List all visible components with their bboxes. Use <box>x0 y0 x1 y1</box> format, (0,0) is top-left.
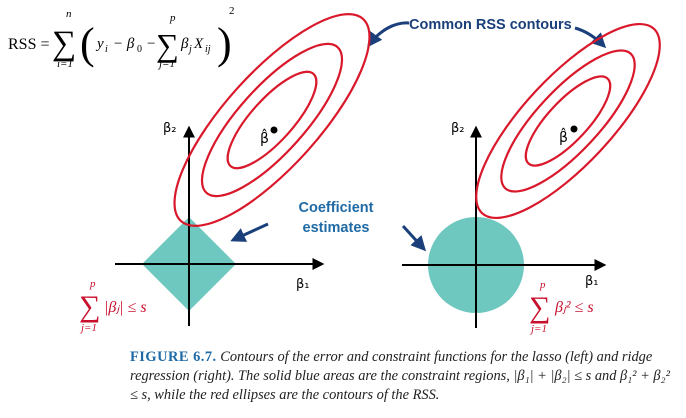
ridge-constraint-expr: βⱼ² ≤ s <box>554 299 594 316</box>
inner-sum-bottom: j=1 <box>157 58 175 70</box>
lasso-beta-hat-label: β̂ <box>260 128 269 147</box>
ridge-beta-hat-label: β̂ <box>559 127 568 146</box>
contours-arrow-right <box>574 26 607 49</box>
figure-canvas: RSS = n ∑ i=1 ( y i − β 0 − p ∑ j=1 β j … <box>8 5 661 335</box>
contours-arrow-left <box>367 21 410 48</box>
ridge-rss-contours <box>475 22 661 220</box>
lasso-constraint-sum-sign: ∑ <box>79 290 100 323</box>
caption-label: FIGURE 6.7. <box>130 349 217 365</box>
lasso-constraint: p ∑ j=1 |βⱼ| ≤ s <box>79 278 147 334</box>
ridge-constraint: p ∑ j=1 βⱼ² ≤ s <box>529 279 594 335</box>
sum-sign-inner: ∑ <box>156 27 179 63</box>
ridge-contour-middle <box>500 49 636 193</box>
lasso-beta-hat-point <box>270 126 278 134</box>
sum-top-n: n <box>66 8 72 20</box>
sum-bottom-i: i=1 <box>57 58 73 70</box>
left-paren: ( <box>80 19 95 68</box>
term-y-sub: i <box>105 44 108 55</box>
term-beta0-sub: 0 <box>137 44 142 55</box>
lasso-rss-contours <box>173 13 371 227</box>
ridge-constraint-sum-sign: ∑ <box>529 291 550 324</box>
term-beta-j-sub: j <box>187 44 192 55</box>
ridge-constraint-sum-bottom: j=1 <box>529 323 547 335</box>
inner-sum-top: p <box>169 12 176 24</box>
caption-text: Contours of the error and constraint fun… <box>130 349 670 403</box>
exponent-2: 2 <box>229 5 235 17</box>
ridge-contour-inner <box>524 75 612 167</box>
coef-annotation-line2: estimates <box>303 220 370 236</box>
lasso-beta2-label: β₂ <box>163 121 177 136</box>
ridge-constraint-sum-top: p <box>539 279 546 291</box>
lasso-contour-outer <box>173 13 371 227</box>
right-paren: ) <box>217 19 232 68</box>
coef-arrow-left <box>230 222 269 242</box>
lasso-contour-inner <box>226 70 318 170</box>
lasso-constraint-sum-top: p <box>89 278 96 290</box>
ridge-beta-hat-point <box>570 125 578 133</box>
term-beta-j: β <box>180 36 189 52</box>
figure-caption: FIGURE 6.7. Contours of the error and co… <box>130 348 678 405</box>
term-y: y <box>95 36 104 52</box>
lasso-beta1-label: β₁ <box>296 277 310 292</box>
lasso-panel: β̂ β₂ β₁ p ∑ j=1 |βⱼ| ≤ s <box>79 13 371 334</box>
term-x-sub: ij <box>205 44 211 55</box>
term-minus2: − <box>147 36 155 52</box>
contours-annotation: Common RSS contours <box>409 17 572 33</box>
ridge-beta1-label: β₁ <box>585 274 599 289</box>
lasso-constraint-expr: |βⱼ| ≤ s <box>104 299 147 316</box>
ridge-beta2-label: β₂ <box>451 121 465 136</box>
term-beta0: − β <box>113 36 135 52</box>
coef-annotation-line1: Coefficient <box>299 200 374 216</box>
ridge-contour-outer <box>475 22 661 220</box>
lasso-constraint-sum-bottom: j=1 <box>79 322 97 334</box>
coef-arrow-right <box>401 224 427 252</box>
term-x: X <box>193 36 204 52</box>
rss-lhs: RSS = <box>8 36 50 53</box>
ridge-panel: β̂ β₂ β₁ p ∑ j=1 βⱼ² ≤ s <box>402 22 661 335</box>
lasso-contour-middle <box>200 42 344 198</box>
sum-sign-outer: ∑ <box>52 25 76 62</box>
rss-equation: RSS = n ∑ i=1 ( y i − β 0 − p ∑ j=1 β j … <box>8 5 235 70</box>
